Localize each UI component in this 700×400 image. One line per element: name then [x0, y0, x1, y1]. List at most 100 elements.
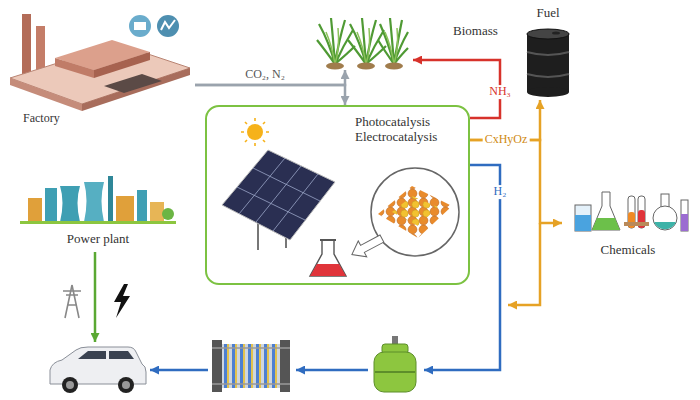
solar-panel — [247, 124, 263, 140]
fuel-barrel — [552, 31, 560, 34]
power-plant-skyline — [20, 176, 176, 224]
chemicals-glassware — [575, 192, 688, 231]
fuel-barrel — [527, 52, 569, 77]
power-plant-skyline — [108, 176, 113, 222]
chemicals-node: Chemicals — [562, 185, 694, 261]
chemicals-glassware — [592, 192, 620, 230]
catalyst-particles — [378, 186, 452, 238]
car — [109, 351, 134, 359]
fuel-node: Fuel — [515, 4, 581, 100]
node-label: Power plant — [67, 232, 129, 247]
flow-arrows — [296, 369, 368, 372]
reaction-flask — [310, 240, 346, 276]
edge-label: CxHyOz — [483, 133, 530, 147]
power-plant-skyline — [20, 221, 176, 224]
biomass-grass — [378, 18, 408, 70]
biomass-node: Biomass — [318, 10, 413, 70]
solar-panel — [237, 158, 320, 231]
chemicals-glassware — [592, 218, 620, 230]
biomass-grass — [378, 18, 408, 64]
gas-cylinder — [375, 371, 415, 373]
factory-illustration — [134, 22, 146, 30]
factory-illustration — [10, 78, 82, 111]
factory-node: Factory — [5, 8, 195, 130]
chemicals-glassware — [654, 222, 676, 229]
catalyst-particles — [371, 168, 459, 256]
biomass-grass — [326, 28, 339, 64]
chemicals-glassware — [681, 214, 688, 231]
gas-cylinder — [374, 352, 416, 392]
solar-panel — [222, 150, 335, 240]
power-line-icons — [63, 285, 81, 318]
power-line-icons — [63, 284, 130, 318]
flow-arrows — [94, 252, 97, 342]
fuel-barrel — [527, 29, 569, 97]
factory-illustration — [10, 14, 190, 111]
factory-illustration — [94, 52, 150, 78]
node-label: Biomass — [453, 24, 498, 39]
power-plant-skyline — [150, 202, 164, 222]
reaction-flask — [310, 264, 346, 276]
edge-label: CO₂, N₂ — [243, 68, 287, 82]
biomass-grass — [357, 63, 375, 70]
car — [118, 377, 134, 393]
chemicals-glassware — [681, 200, 688, 231]
catalyst-particles — [392, 196, 438, 226]
chemicals-glassware — [624, 222, 649, 226]
node-label: Photocatalysis Electrocatalysis — [355, 115, 437, 145]
edge-label: NH₃ — [487, 85, 513, 99]
power-plant-skyline — [162, 208, 174, 220]
chemicals-glassware — [653, 206, 677, 230]
power-plant-skyline — [60, 186, 80, 222]
power-plant-skyline — [137, 190, 147, 222]
product-arrow — [348, 231, 386, 263]
reaction-flask — [310, 240, 346, 276]
flow-arrows — [95, 165, 540, 370]
chemicals-glassware — [575, 215, 591, 231]
biomass-grass — [317, 18, 408, 70]
fuel-barrel — [527, 87, 569, 97]
gas-flow-arrow — [195, 85, 345, 105]
fuel-cell-stack — [212, 348, 290, 384]
car — [78, 351, 106, 359]
node-label: Chemicals — [601, 243, 656, 258]
factory-illustration — [36, 26, 45, 74]
power-plant-skyline — [116, 196, 134, 222]
car — [50, 347, 146, 393]
hydrogen-label: H₂ — [492, 185, 509, 199]
flow-arrows — [150, 369, 208, 372]
biomass-grass — [385, 28, 398, 64]
power-plant-skyline — [84, 182, 104, 222]
fuel-barrel — [527, 34, 569, 92]
power-plant-skyline — [28, 198, 42, 222]
solar-panel — [241, 118, 269, 146]
factory-illustration — [104, 74, 162, 93]
reaction-flask — [320, 239, 336, 241]
factory-illustration — [161, 20, 175, 30]
fuel-barrel — [527, 29, 569, 39]
gas-cylinder — [374, 336, 416, 392]
power-plant-skyline — [45, 188, 57, 222]
factory-illustration — [22, 14, 31, 74]
factory-illustration — [129, 15, 151, 37]
car — [62, 377, 78, 393]
biomass-grass — [317, 18, 355, 70]
node-label: Fuel — [536, 6, 559, 21]
node-label: Factory — [23, 112, 60, 126]
flow-arrows — [424, 165, 500, 370]
solar-panel — [222, 118, 335, 250]
product-arrow — [348, 231, 386, 263]
biomass-grass — [326, 63, 344, 70]
car — [66, 381, 74, 389]
biomass-grass — [357, 28, 370, 64]
power-line-icons — [114, 284, 130, 318]
hydrocarbon-arrow — [470, 140, 562, 223]
factory-illustration — [157, 15, 179, 37]
car — [122, 381, 130, 389]
fuel-cell-stack — [212, 340, 290, 392]
fuel-cell-stack — [222, 344, 280, 388]
catalysis-box: Photocatalysis Electrocatalysis — [205, 105, 470, 285]
